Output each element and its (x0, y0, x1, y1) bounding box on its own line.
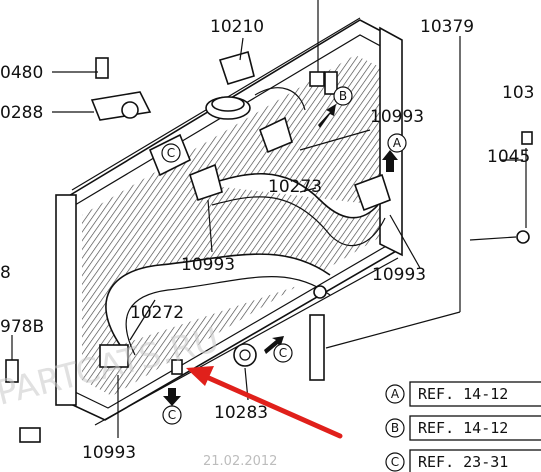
drain-plug (171, 359, 183, 375)
overflow-tube (309, 314, 325, 381)
label-10210: 10210 (210, 17, 264, 37)
label-10283: 10283 (214, 403, 268, 423)
marker-c-right: C (273, 343, 293, 363)
arrow-to-b (318, 104, 336, 128)
hose-clamp-10993 (259, 116, 293, 154)
ref-row-b[interactable]: B REF. 14-12 (385, 415, 541, 441)
bolt-10480 (95, 57, 109, 79)
red-arrow-icon (186, 366, 343, 439)
label-10273: 10273 (268, 177, 322, 197)
hose-clamp-upper-right (353, 173, 391, 212)
svg-text:B: B (339, 89, 347, 103)
label-8: 8 (0, 263, 11, 283)
svg-text:REF. 14-12: REF. 14-12 (418, 419, 508, 437)
label-10480: 0480 (0, 63, 43, 83)
marker-b: B (333, 86, 353, 106)
label-978b: 978B (0, 317, 44, 337)
label-10272: 10272 (130, 303, 184, 323)
hose-clamp-lower (99, 344, 129, 368)
bracket-10288 (90, 91, 152, 121)
svg-text:A: A (391, 387, 400, 401)
bolt-1045 (516, 230, 530, 244)
svg-text:C: C (167, 146, 175, 160)
ref-row-c[interactable]: C REF. 23-31 (385, 449, 541, 472)
arrow-to-a (382, 150, 398, 172)
svg-text:C: C (168, 408, 176, 422)
svg-text:C: C (279, 346, 287, 360)
label-10993-bottom: 10993 (82, 443, 136, 463)
ref-row-a[interactable]: A REF. 14-12 (385, 381, 541, 407)
svg-text:B: B (391, 421, 399, 435)
svg-text:C: C (391, 455, 399, 469)
marker-c-bottom: C (162, 405, 182, 425)
label-10288: 0288 (0, 103, 43, 123)
reservoir-cap-10210 (218, 51, 255, 85)
label-1045: 1045 (487, 147, 530, 167)
drain-grommet (233, 343, 257, 367)
label-10993-top: 10993 (370, 107, 424, 127)
arrow-to-c-bottom (163, 388, 181, 406)
svg-text:REF. 23-31: REF. 23-31 (418, 453, 508, 471)
marker-c-top: C (161, 143, 181, 163)
label-10993-mid: 10993 (181, 255, 235, 275)
label-10993-right: 10993 (372, 265, 426, 285)
label-10379: 10379 (420, 17, 474, 37)
date-stamp: 21.02.2012 (203, 454, 277, 469)
upper-hose (204, 172, 379, 219)
marker-a: A (387, 133, 407, 153)
left-tank (55, 194, 77, 406)
svg-text:REF. 14-12: REF. 14-12 (418, 385, 508, 403)
leader-lines (11, 0, 523, 438)
radiator-cap (205, 96, 251, 120)
arrow-to-c-right (264, 336, 284, 354)
hose-clamp-upper-left (189, 163, 223, 202)
svg-text:A: A (393, 136, 402, 150)
reference-table: A REF. 14-12 B REF. 14-12 C REF. 23-31 (385, 381, 541, 472)
label-103: 103 (502, 83, 534, 103)
